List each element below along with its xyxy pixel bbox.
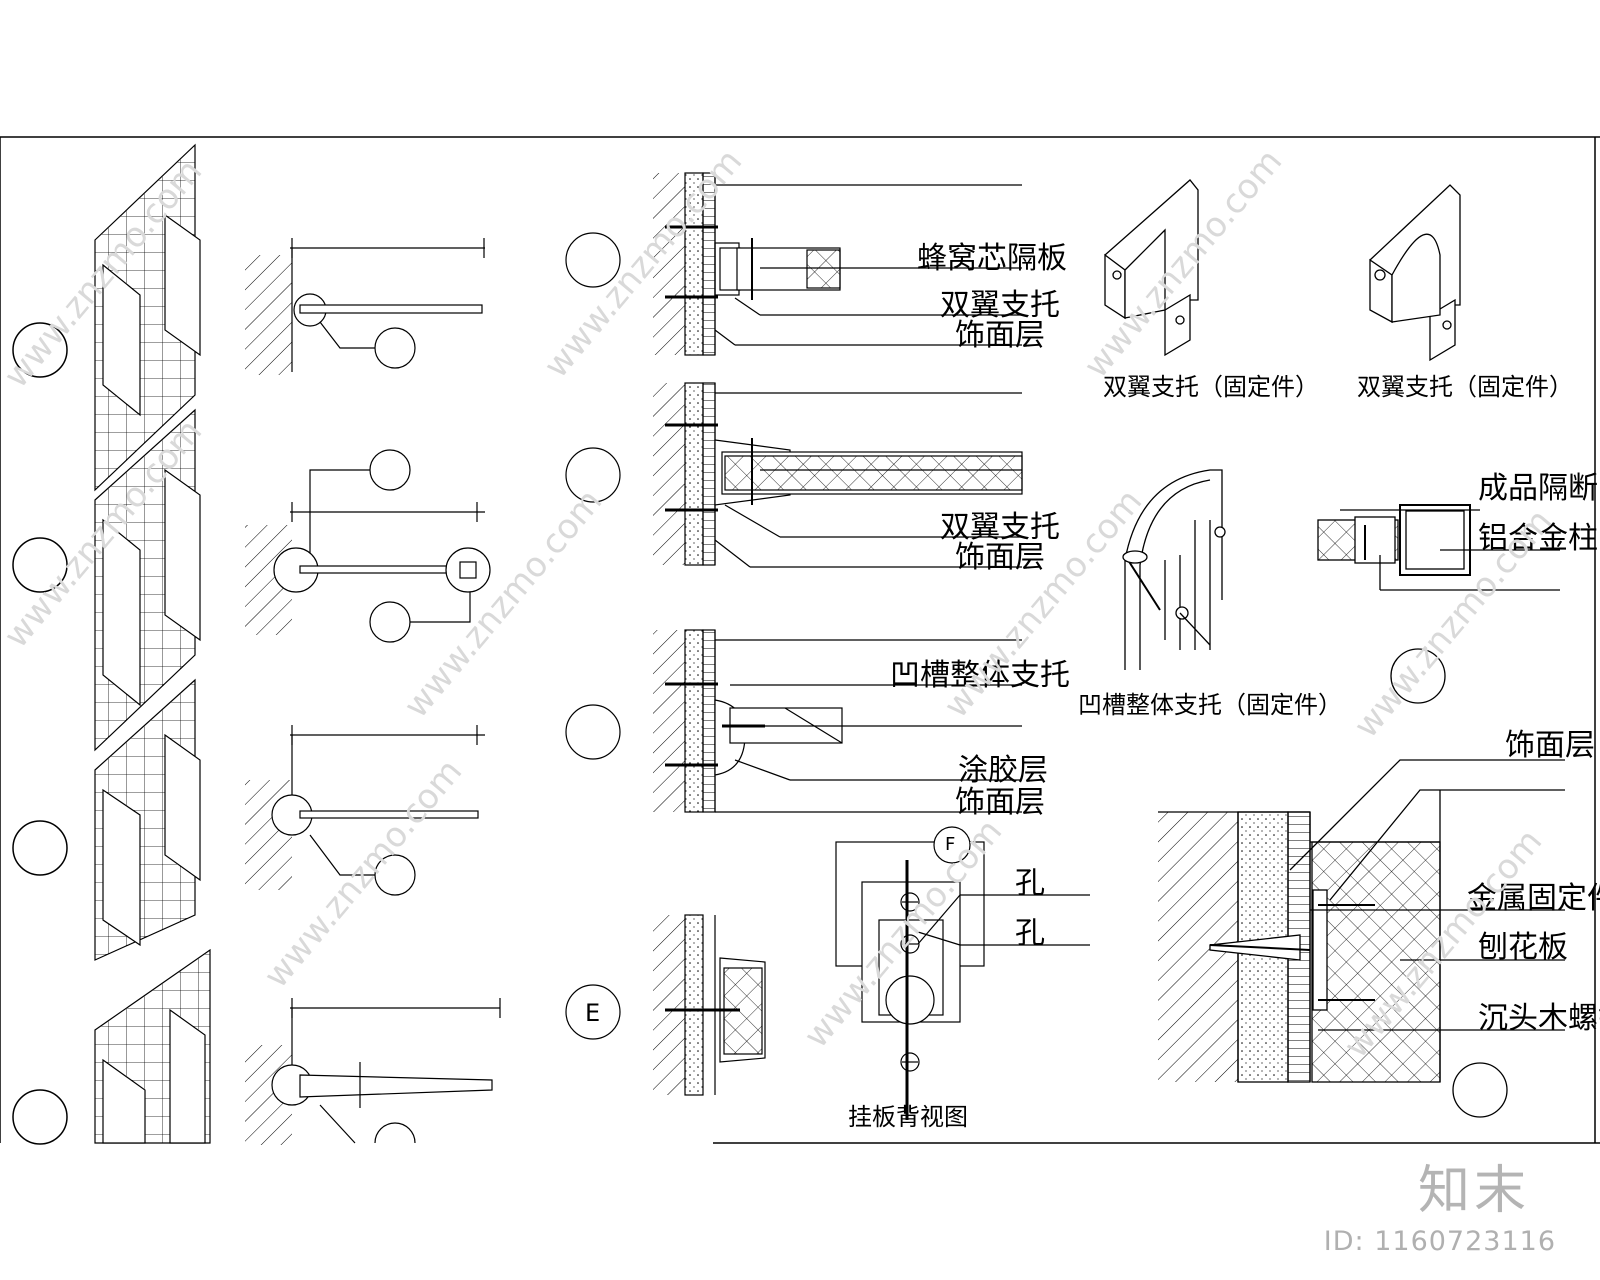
label-hole-2: 孔 [1015,916,1045,951]
label-hole-1: 孔 [1015,866,1045,901]
plan-detail-1 [245,238,485,375]
callout-circles-left [12,322,68,1145]
label-grooved-fixing: 凹槽整体支托（固定件） [1078,691,1342,719]
plan-detail-3 [245,725,485,896]
label-glue-layer: 涂胶层 [958,753,1048,788]
iso-sketch-2 [94,408,201,752]
label-finished-partition: 成品隔断 [1478,471,1598,506]
iso-sketch-3 [94,678,201,961]
label-honeycomb-partition: 蜂窝芯隔板 [917,241,1067,276]
label-panel-back-view: 挂板背视图 [848,1103,968,1131]
label-double-wing-bracket-1: 双翼支托 [940,288,1060,323]
section-detail-e [565,914,766,1096]
label-double-wing-fixing-1: 双翼支托（固定件） [1103,373,1319,401]
label-facing-layer-3: 饰面层 [955,785,1045,820]
label-facing-layer-2: 饰面层 [955,540,1045,575]
panel-back-view [835,826,1090,1120]
label-aluminum-column: 铝合金柱 [1478,521,1598,556]
drawing-border [0,136,1600,1144]
section-e-label: E [585,999,600,1027]
section-detail-1 [565,172,1022,356]
label-double-wing-fixing-2: 双翼支托（固定件） [1357,373,1573,401]
section-f-label: F [945,834,955,855]
double-wing-bracket-iso-2 [1369,184,1461,362]
brand-watermark: 知末 [1417,1161,1530,1221]
watermark-5: www.znzmo.com [396,482,610,726]
label-facing-layer-4: 饰面层 [1505,728,1595,763]
label-double-wing-bracket-2: 双翼支托 [940,510,1060,545]
aluminum-column-detail [1317,504,1560,704]
label-metal-fixing: 金属固定件 [1467,881,1600,916]
section-detail-2 [565,382,1023,568]
plan-detail-2 [245,449,491,643]
label-countersunk-screw: 沉头木螺钉 [1478,1001,1600,1036]
iso-sketch-4 [94,948,211,1144]
plan-detail-4 [245,998,501,1145]
double-wing-bracket-iso-1 [1104,179,1199,357]
label-grooved-bracket: 凹槽整体支托 [890,658,1070,693]
label-particle-board: 刨花板 [1478,930,1568,965]
label-facing-layer-1: 饰面层 [955,318,1045,353]
iso-sketch-1 [94,143,201,492]
section-detail-3 [565,629,1022,813]
grooved-bracket-iso [1122,469,1226,670]
wall-section-detail [1158,759,1565,1118]
image-id-watermark: ID: 1160723116 [1323,1226,1556,1257]
